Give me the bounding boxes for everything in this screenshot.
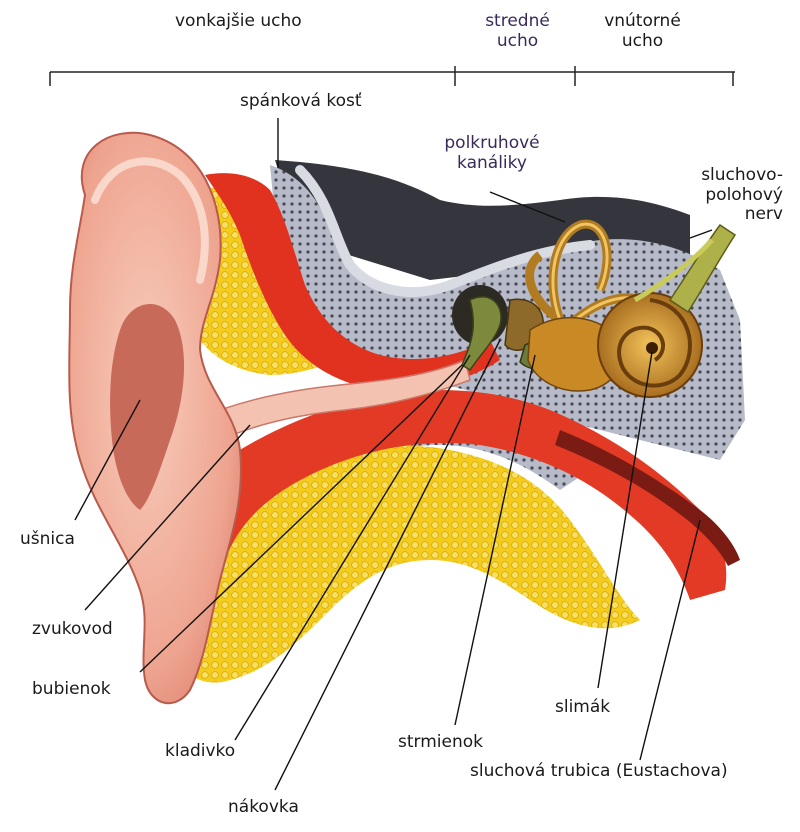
leader-canals [489,191,566,223]
label-stapes: strmienok [398,732,483,752]
leader-eardrum [139,364,463,673]
fat-tissue-lower [170,445,640,683]
leader-stapes [454,354,536,726]
bone-light-rim [295,165,595,297]
label-nerve-line2: polohový [705,184,783,205]
label-nerve: sluchovo- polohový nerv [683,165,783,225]
label-canals-line2: kanáliky [457,152,527,173]
leader-nerve [689,229,713,239]
muscle-lower [200,390,727,600]
leader-malleus [234,354,471,741]
section-inner-ear: vnútorné ucho [590,11,695,51]
cochlea-shape [597,292,703,398]
leader-incus [274,339,501,791]
eustachian-tube-shape [555,430,740,566]
section-inner-line2: ucho [621,30,664,51]
nerve-branch [633,238,714,303]
leader-eustachian [639,519,701,761]
label-semicircular-canals: polkruhové kanáliky [432,133,552,173]
label-incus: nákovka [228,797,299,817]
section-bracket [49,66,735,86]
label-canals-line1: polkruhové [444,133,540,153]
auricle-rim [91,157,209,284]
section-inner-line1: vnútorné [604,11,681,31]
leader-cochlea [597,351,653,689]
leader-auricle [74,399,141,521]
label-malleus: kladivko [165,741,236,761]
leader-ear-canal [84,424,251,611]
auricle-inner-hollow [110,303,185,510]
label-temporal-bone: spánková kosť [240,91,362,111]
label-cochlea: slimák [555,697,611,717]
section-middle-line2: ucho [496,30,539,51]
nerve-shape [668,223,737,314]
label-eustachian-tube: sluchová trubica (Eustachova) [470,761,728,781]
label-nerve-line1: sluchovo- [701,165,783,185]
label-nerve-line3: nerv [744,204,783,225]
label-eardrum: bubienok [32,679,111,699]
label-auricle: ušnica [20,529,75,549]
ear-canal-shape [193,358,471,446]
section-middle-line1: stredné [485,11,550,31]
leader-lines [74,118,713,791]
section-outer-ear: vonkajšie ucho [175,11,302,31]
label-ear-canal: zvukovod [32,619,113,639]
muscle-upper [205,173,500,391]
section-middle-ear: stredné ucho [475,11,560,51]
